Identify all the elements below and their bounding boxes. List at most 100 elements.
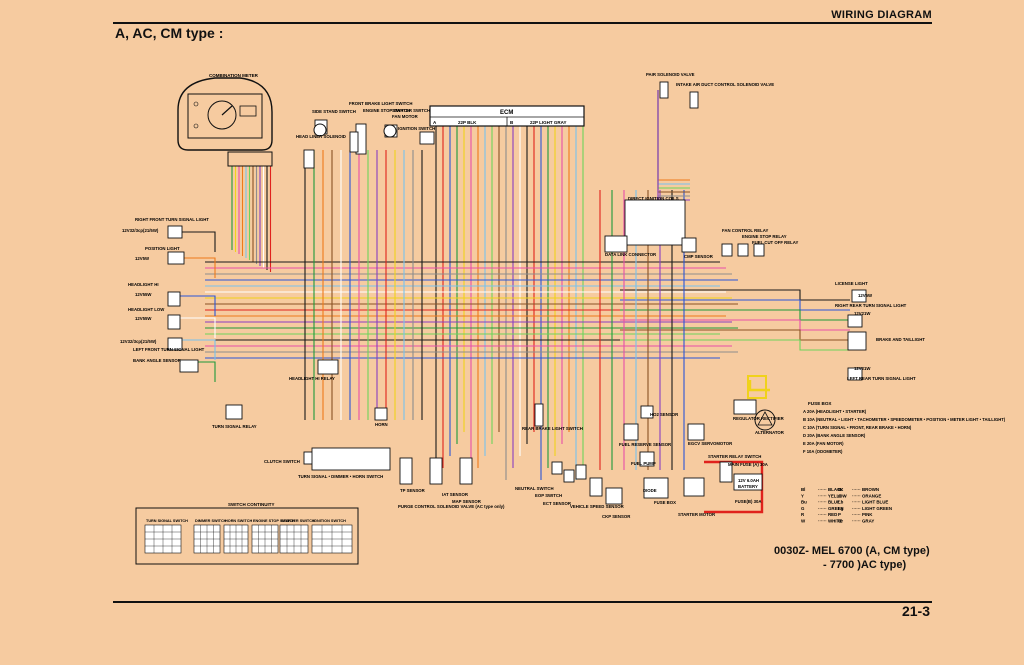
color-code: Y [801, 493, 804, 498]
neutral-switch [551, 461, 563, 475]
label-left-rear-turn: LEFT REAR TURN SIGNAL LIGHT [847, 376, 916, 381]
fuel-cutoff-relay [753, 243, 765, 257]
label-starter-relay: STARTER RELAY SWITCH [708, 454, 761, 459]
label-data-link: DATA LINK CONNECTOR [605, 252, 657, 257]
wire-lightgreen [620, 339, 850, 351]
label-alternator: ALTERNATOR [755, 430, 785, 435]
color-code: G [801, 506, 805, 511]
front-brake-switch [349, 131, 359, 153]
pair-solenoid [659, 81, 669, 99]
headlight-hi-bulb [167, 291, 181, 307]
bank-angle-sensor [179, 359, 199, 373]
color-name: ······ LIGHT GREEN [852, 506, 892, 511]
alternator-icon [754, 409, 776, 431]
label-headlight-hi: HEADLIGHT HI [128, 282, 159, 287]
fuse-box-icon [643, 477, 669, 499]
fuse-entry: F 10A (ODOMETER) [803, 449, 843, 454]
label-intake-duct: INTAKE AIR DUCT CONTROL SOLENOID VALVE [676, 82, 774, 87]
label-license-light: LICENSE LIGHT [835, 281, 868, 286]
color-name: ······ BLACK [818, 487, 844, 492]
label-right-front-turn: RIGHT FRONT TURN SIGNAL LIGHT [135, 217, 209, 222]
front-turn-left [167, 337, 183, 351]
label-purge: PURGE CONTROL SOLENOID VALVE (AC type on… [398, 504, 505, 509]
vehicle-speed-sensor [589, 477, 603, 497]
label-starter-motor: STARTER MOTOR [678, 512, 716, 517]
map-sensor [459, 457, 473, 485]
label-iat-sensor: IAT SENSOR [442, 492, 469, 497]
label-fuel-pump: FUEL PUMP [631, 461, 656, 466]
label-rr-spec: 12V21W [854, 311, 871, 316]
color-code: Bl [801, 487, 805, 492]
wire-pink [620, 319, 850, 331]
fuel-pump [639, 451, 655, 467]
color-code: Bu [801, 500, 807, 505]
sc-title-sc-turn: TURN SIGNAL SWITCH [146, 519, 188, 523]
starter-motor-icon [683, 477, 705, 497]
header-rule [113, 22, 932, 24]
color-code: Br [838, 487, 843, 492]
label-fuse-box: FUSE BOX [654, 500, 676, 505]
rear-brake-switch [534, 403, 544, 427]
cmp-sensor [681, 237, 697, 253]
fuse-entry: D 20A (BANK ANGLE SENSOR) [803, 433, 866, 438]
color-code: Lg [838, 506, 844, 511]
label-ect-sensor: ECT SENSOR [543, 501, 572, 506]
label-clutch-switch: CLUTCH SWITCH [264, 459, 300, 464]
ecm-connector-a: 22P BLK [458, 120, 477, 125]
color-name: ······ YELLOW [818, 493, 848, 498]
ignition-coils [624, 199, 686, 246]
intake-air-duct-solenoid [689, 91, 699, 109]
label-lic-spec: 12V5W [858, 293, 873, 298]
label-bank-angle: BANK ANGLE SENSOR [133, 358, 182, 363]
color-name: ······ GRAY [852, 519, 874, 524]
tachometer-dial-icon [207, 100, 237, 130]
page-number: 21-3 [901, 603, 930, 619]
label-battery-spec: 12V 6.0AH [738, 478, 759, 483]
label-rf-spec: 12V32/3cp(21/5W) [122, 228, 159, 233]
label-brake-taillight: BRAKE AND TAILLIGHT [876, 337, 925, 342]
label-map-sensor: MAP SENSOR [452, 499, 482, 504]
label-horn: HORN [375, 422, 388, 427]
color-name: ······ BROWN [852, 487, 879, 492]
engine-stop-relay [737, 243, 749, 257]
wire-green [620, 309, 850, 321]
head-liner-solenoid-icon [313, 123, 327, 137]
label-turn-dimmer-horn: TURN SIGNAL • DIMMER • HORN SWITCH [298, 474, 383, 479]
battery-icon [733, 473, 763, 491]
rear-turn-right [847, 314, 863, 328]
fuel-reserve-sensor [623, 423, 639, 441]
part-code-line-1: 0030Z- MEL 6700 (A, CM type) [774, 545, 930, 557]
color-code: W [801, 519, 806, 524]
headlight-solenoid [303, 149, 315, 169]
label-main-fuse: MAIN FUSE (A) 30A [728, 462, 768, 467]
label-front-brake-switch: FRONT BRAKE LIGHT SWITCH [349, 101, 413, 106]
handlebar-switch-block [311, 447, 391, 471]
sc-title-sc-ignition: IGNITION SWITCH [313, 519, 346, 523]
fuse-entry: B 10A (NEUTRAL • LIGHT • TACHOMETER • SP… [803, 417, 1006, 422]
color-code: O [838, 493, 842, 498]
color-name: ······ WHITE [818, 519, 842, 524]
wire-harness [180, 90, 850, 514]
label-fuse-b: FUSE(B) 30A [735, 499, 762, 504]
label-lo-spec: 12V55W [135, 316, 152, 321]
component-symbols [167, 81, 867, 505]
wire-black [180, 231, 216, 252]
label-pair-solenoid: PAIR SOLENOID VALVE [646, 72, 695, 77]
rear-turn-left [847, 367, 863, 381]
fuse-entry: A 20A (HEADLIGHT • STARTER) [803, 409, 867, 414]
fuse-box-legend-title: FUSE BOX [808, 401, 832, 406]
eop-switch [563, 469, 575, 483]
wire-black [620, 289, 850, 301]
label-combination-meter: COMBINATION METER [209, 73, 259, 78]
footer-rule [113, 601, 932, 603]
label-ignition-switch: IGNITION SWITCH [398, 126, 435, 131]
sc-title-sc-engine-stop: ENGINE STOP SWITCH [253, 519, 295, 523]
ho2-sensor [640, 405, 654, 419]
label-eop-switch: EOP SWITCH [535, 493, 562, 498]
label-pos-spec: 12V5W [135, 256, 150, 261]
wire-orange [657, 90, 690, 181]
label-direct-ignition: DIRECT IGNITION COILS [628, 196, 679, 201]
